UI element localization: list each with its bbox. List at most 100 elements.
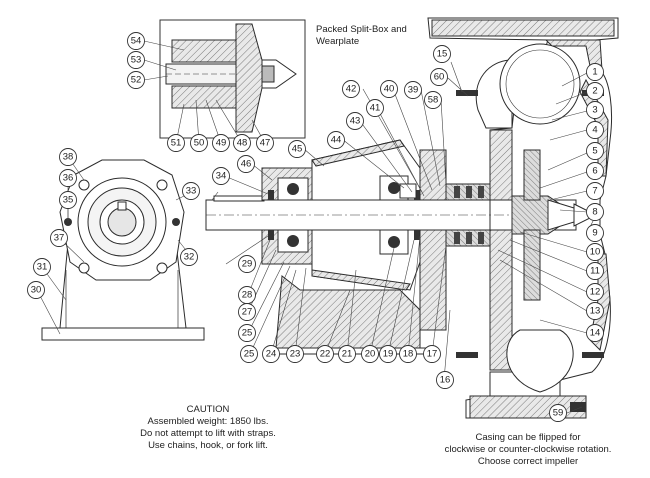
callout-33: 33 xyxy=(182,182,200,200)
svg-text:12: 12 xyxy=(590,287,601,298)
callout-60: 60 xyxy=(430,68,448,86)
casing-note: Casing can be flipped for clockwise or c… xyxy=(445,432,612,467)
callout-46: 46 xyxy=(237,155,255,173)
callout-30: 30 xyxy=(27,281,45,299)
svg-text:35: 35 xyxy=(63,195,74,206)
svg-text:37: 37 xyxy=(54,233,65,244)
svg-text:33: 33 xyxy=(186,186,197,197)
svg-text:50: 50 xyxy=(194,138,205,149)
svg-text:16: 16 xyxy=(440,375,451,386)
svg-text:23: 23 xyxy=(290,349,301,360)
svg-text:24: 24 xyxy=(266,349,277,360)
caution-note: CAUTION Assembled weight: 1850 lbs. Do n… xyxy=(140,404,276,451)
bearing-frame-end-view xyxy=(41,159,205,341)
callout-15: 15 xyxy=(433,45,451,63)
callout-38: 38 xyxy=(59,148,77,166)
callout-36: 36 xyxy=(59,169,77,187)
callout-34: 34 xyxy=(212,167,230,185)
svg-text:52: 52 xyxy=(131,75,142,86)
casing-note-line-1: Casing can be flipped for xyxy=(475,432,580,443)
svg-text:45: 45 xyxy=(292,144,303,155)
caution-heading: CAUTION xyxy=(187,404,230,415)
casing-note-line-3: Choose correct impeller xyxy=(478,456,578,467)
callout-45: 45 xyxy=(288,140,306,158)
caution-line-3: Use chains, hook, or fork lift. xyxy=(148,440,268,451)
callout-39: 39 xyxy=(404,81,422,99)
svg-text:47: 47 xyxy=(260,138,271,149)
callout-9: 9 xyxy=(586,224,604,242)
callout-27: 27 xyxy=(238,303,256,321)
caution-line-2: Do not attempt to lift with straps. xyxy=(140,428,276,439)
svg-text:49: 49 xyxy=(216,138,227,149)
svg-text:20: 20 xyxy=(365,349,376,360)
callout-37: 37 xyxy=(50,229,68,247)
casing-note-line-2: clockwise or counter-clockwise rotation. xyxy=(445,444,612,455)
svg-text:10: 10 xyxy=(590,247,601,258)
svg-text:5: 5 xyxy=(592,146,597,157)
svg-text:27: 27 xyxy=(242,307,253,318)
callout-54: 54 xyxy=(127,32,145,50)
callout-14: 14 xyxy=(586,324,604,342)
callout-3: 3 xyxy=(586,101,604,119)
svg-text:32: 32 xyxy=(184,252,195,263)
callout-31: 31 xyxy=(33,258,51,276)
svg-text:38: 38 xyxy=(63,152,74,163)
callout-58: 58 xyxy=(424,91,442,109)
inset-label-line2: Wearplate xyxy=(316,36,359,47)
svg-text:54: 54 xyxy=(131,36,142,47)
callout-25-upper: 25 xyxy=(238,324,256,342)
callout-12: 12 xyxy=(586,283,604,301)
svg-text:36: 36 xyxy=(63,173,74,184)
callout-5: 5 xyxy=(586,142,604,160)
callout-51: 51 xyxy=(167,134,185,152)
callout-40: 40 xyxy=(380,80,398,98)
svg-text:11: 11 xyxy=(590,266,600,277)
svg-text:34: 34 xyxy=(216,171,227,182)
callout-48: 48 xyxy=(233,134,251,152)
callout-13: 13 xyxy=(586,302,604,320)
svg-text:7: 7 xyxy=(592,186,597,197)
callout-11: 11 xyxy=(586,262,604,280)
callout-42: 42 xyxy=(342,80,360,98)
svg-text:29: 29 xyxy=(242,259,253,270)
svg-text:60: 60 xyxy=(434,72,445,83)
callout-28: 28 xyxy=(238,286,256,304)
callout-49: 49 xyxy=(212,134,230,152)
callout-43: 43 xyxy=(346,112,364,130)
callout-52: 52 xyxy=(127,71,145,89)
callout-16: 16 xyxy=(436,371,454,389)
callout-18: 18 xyxy=(399,345,417,363)
callout-1: 1 xyxy=(586,63,604,81)
svg-text:41: 41 xyxy=(370,103,381,114)
svg-text:2: 2 xyxy=(592,86,597,97)
svg-text:6: 6 xyxy=(592,166,597,177)
svg-text:28: 28 xyxy=(242,290,253,301)
inset-label-line1: Packed Split-Box and xyxy=(316,24,407,35)
svg-text:48: 48 xyxy=(237,138,248,149)
callout-32: 32 xyxy=(180,248,198,266)
callout-24: 24 xyxy=(262,345,280,363)
callout-53: 53 xyxy=(127,51,145,69)
callout-22: 22 xyxy=(316,345,334,363)
svg-text:9: 9 xyxy=(592,228,597,239)
callout-21: 21 xyxy=(338,345,356,363)
callout-7: 7 xyxy=(586,182,604,200)
svg-text:21: 21 xyxy=(342,349,353,360)
svg-text:30: 30 xyxy=(31,285,42,296)
svg-text:14: 14 xyxy=(590,328,601,339)
callout-19: 19 xyxy=(379,345,397,363)
svg-text:51: 51 xyxy=(171,138,182,149)
svg-text:58: 58 xyxy=(428,95,439,106)
svg-text:59: 59 xyxy=(553,408,564,419)
callout-44: 44 xyxy=(327,131,345,149)
callout-17: 17 xyxy=(423,345,441,363)
callout-29: 29 xyxy=(238,255,256,273)
svg-text:19: 19 xyxy=(383,349,394,360)
callout-47: 47 xyxy=(256,134,274,152)
svg-text:15: 15 xyxy=(437,49,448,60)
svg-text:4: 4 xyxy=(592,125,597,136)
svg-text:17: 17 xyxy=(427,349,438,360)
svg-text:3: 3 xyxy=(592,105,597,116)
svg-text:39: 39 xyxy=(408,85,419,96)
svg-text:46: 46 xyxy=(241,159,252,170)
